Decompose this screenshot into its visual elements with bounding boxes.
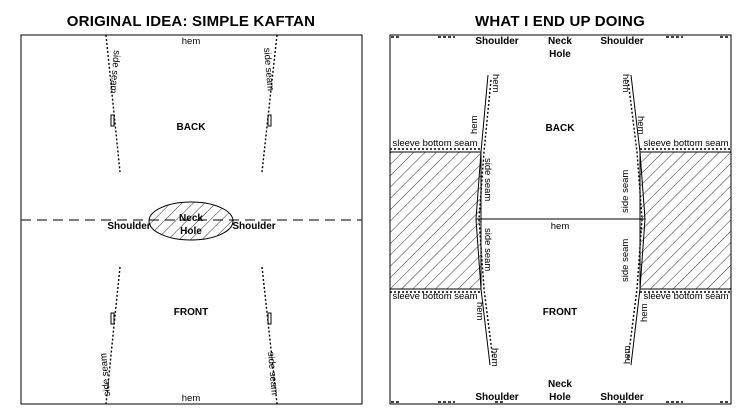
- side-seam-label: side seam: [620, 170, 631, 213]
- side-seam-line: [261, 34, 278, 173]
- neck-label: Neck: [179, 213, 203, 224]
- cutout-area-right: [639, 151, 732, 290]
- neck-hole-shape: [148, 201, 234, 241]
- seam-notch: [110, 312, 115, 325]
- neck-label: Neck: [548, 36, 572, 47]
- cutout-area-left: [389, 151, 482, 290]
- back-label: BACK: [177, 122, 207, 133]
- sleeve-bottom-seam-label: sleeve bottom seam: [392, 138, 477, 149]
- left-panel: hem hem side seam side seam side seam si…: [20, 34, 363, 405]
- side-seam-dotted-right: [627, 79, 643, 361]
- side-seam-line-left: [475, 74, 491, 366]
- hem-label: hem: [490, 74, 501, 93]
- hem-label: hem: [469, 115, 480, 134]
- hem-label: hem: [489, 348, 500, 367]
- hole-label: Hole: [549, 49, 571, 60]
- hem-label: hem: [622, 345, 633, 364]
- side-seam-line: [261, 266, 278, 405]
- side-seam-label: side seam: [261, 47, 276, 91]
- side-seam-label: side seam: [107, 50, 122, 94]
- hole-label: Hole: [180, 226, 202, 237]
- shoulder-label: Shoulder: [600, 392, 643, 403]
- sleeve-bottom-seam-label: sleeve bottom seam: [643, 291, 728, 302]
- left-panel-title: ORIGINAL IDEA: SIMPLE KAFTAN: [67, 13, 315, 30]
- shoulder-label-right: Shoulder: [232, 221, 275, 232]
- side-seam-dotted-left: [478, 79, 494, 361]
- hem-label-top: hem: [182, 36, 201, 47]
- back-label: BACK: [546, 123, 576, 134]
- hem-label: hem: [474, 302, 485, 321]
- neck-label: Neck: [548, 379, 572, 390]
- seam-notch: [110, 114, 115, 127]
- front-label: FRONT: [543, 307, 577, 318]
- hem-label: hem: [635, 116, 646, 135]
- shoulder-seam-marks: [391, 36, 730, 403]
- seam-notch: [267, 114, 272, 127]
- shoulder-label: Shoulder: [475, 36, 518, 47]
- side-seam-label: side seam: [482, 158, 493, 201]
- hem-label: hem: [551, 221, 570, 232]
- right-panel-title: WHAT I END UP DOING: [475, 13, 645, 30]
- side-seam-label: side seam: [482, 228, 493, 271]
- shoulder-label-left: Shoulder: [107, 221, 150, 232]
- side-seam-label: side seam: [620, 239, 631, 282]
- hem-label: hem: [639, 303, 650, 322]
- hem-label: hem: [620, 74, 631, 93]
- seam-notch: [267, 312, 272, 325]
- shoulder-label: Shoulder: [475, 392, 518, 403]
- shoulder-label: Shoulder: [600, 36, 643, 47]
- side-seam-label: side seam: [265, 351, 280, 395]
- sleeve-bottom-seam-label: sleeve bottom seam: [643, 138, 728, 149]
- side-seam-line-right: [630, 74, 646, 366]
- side-seam-line: [105, 266, 121, 405]
- hole-label: Hole: [549, 392, 571, 403]
- side-seam-label: side seam: [98, 353, 113, 397]
- right-panel: Shoulder Neck Hole Shoulder Hole Neck Sh…: [389, 34, 732, 405]
- side-seam-line: [105, 34, 121, 173]
- front-label: FRONT: [174, 307, 208, 318]
- sleeve-bottom-seam-label: sleeve bottom seam: [392, 291, 477, 302]
- hem-label-bottom: hem: [182, 393, 201, 404]
